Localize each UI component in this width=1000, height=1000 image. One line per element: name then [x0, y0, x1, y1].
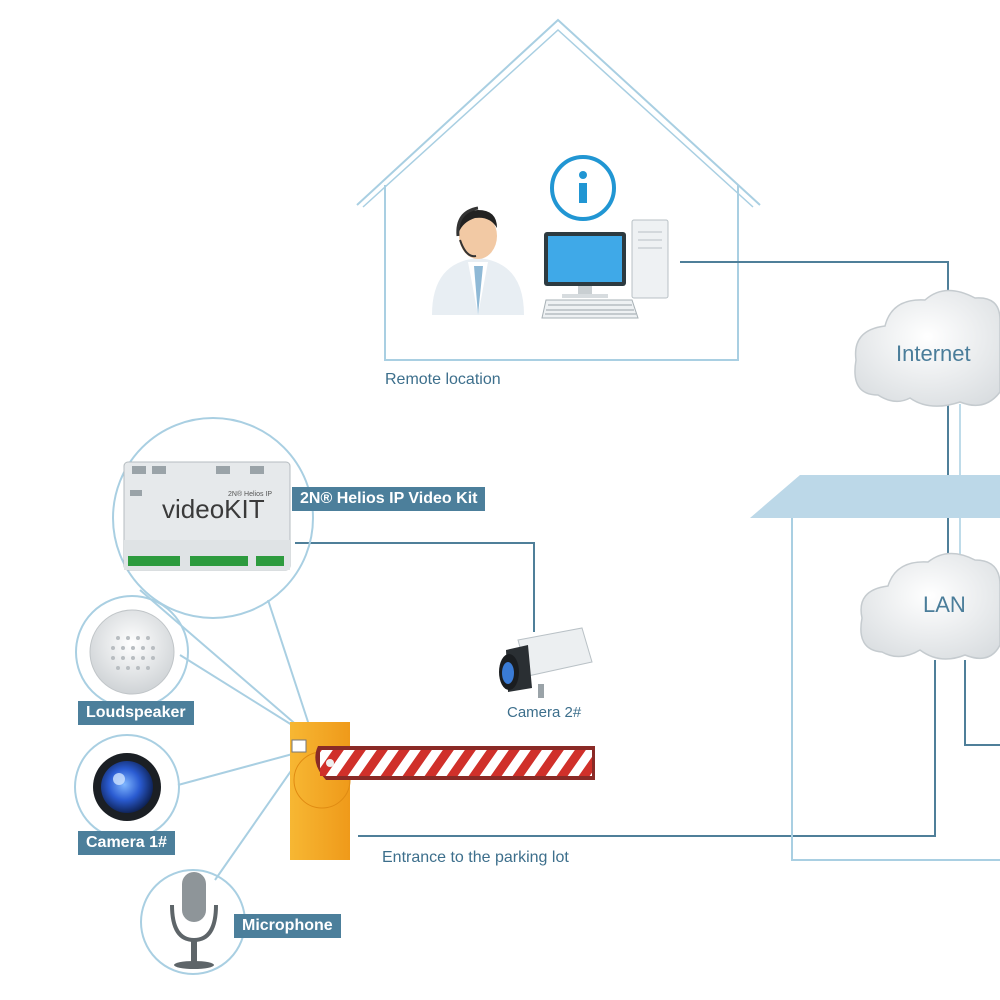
videokit-zoom-circle — [112, 417, 314, 729]
internet-cloud-icon — [854, 289, 1000, 407]
videokit-small-text: 2N® Helios IP — [228, 490, 272, 498]
operator-headset-icon — [432, 206, 524, 315]
entrance-label: Entrance to the parking lot — [382, 849, 569, 866]
building-outline — [750, 475, 1000, 861]
house-outline — [356, 18, 761, 361]
lan-label: LAN — [923, 592, 966, 617]
loudspeaker-icon — [75, 595, 301, 731]
remote-location-label: Remote location — [385, 371, 501, 388]
ip-camera-icon — [499, 627, 593, 698]
internet-label: Internet — [896, 341, 971, 366]
camera-lens-icon — [74, 734, 301, 840]
videokit-device-text: videoKIT — [162, 494, 265, 524]
videokit-device-icon: videoKIT 2N® Helios IP — [123, 461, 291, 571]
info-icon — [550, 155, 616, 221]
desktop-computer-icon — [541, 219, 669, 319]
camera1-tag: Camera 1# — [78, 831, 175, 855]
camera2-label: Camera 2# — [507, 704, 582, 721]
microphone-icon — [140, 757, 301, 975]
loudspeaker-tag: Loudspeaker — [78, 701, 194, 725]
barrier-gate-icon — [290, 722, 595, 860]
lan-cloud-icon — [860, 552, 1000, 660]
microphone-tag: Microphone — [234, 914, 341, 938]
video-kit-tag: 2N® Helios IP Video Kit — [292, 487, 486, 511]
